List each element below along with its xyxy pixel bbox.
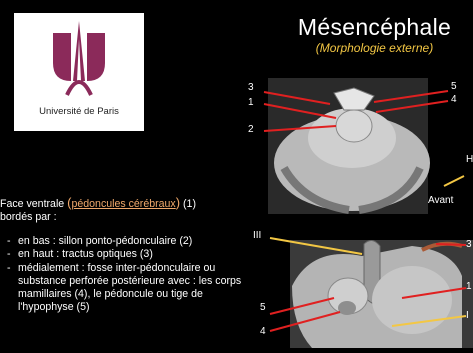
label-2: 2 xyxy=(248,124,254,135)
label-5: 5 xyxy=(260,302,266,313)
intro-suffix: (1) xyxy=(180,198,196,210)
label-3: 3 xyxy=(466,239,472,250)
intro-paragraph: Face ventrale (pédoncules cérébraux) (1)… xyxy=(0,196,258,225)
label-i: I xyxy=(466,310,469,321)
border-list: -en bas : sillon ponto-pédonculaire (2) … xyxy=(0,235,258,315)
upper-brainstem-diagram: 3 1 2 5 4 H Avant xyxy=(244,78,473,214)
label-4: 4 xyxy=(260,326,266,337)
list-item: -en haut : tractus optiques (3) xyxy=(0,248,258,261)
label-5: 5 xyxy=(451,81,457,92)
label-avant: Avant xyxy=(428,195,453,206)
brainstem-ventral-illustration xyxy=(244,78,473,214)
intro-line-2: bordés par : xyxy=(0,211,258,224)
label-iii: III xyxy=(253,230,261,241)
list-item: -médialement : fosse inter-pédonculaire … xyxy=(0,262,246,315)
pedoncules-link[interactable]: pédoncules cérébraux xyxy=(71,198,175,210)
lower-brainstem-diagram: III 5 4 3 1 I xyxy=(252,226,473,348)
intro-line-1: Face ventrale (pédoncules cérébraux) (1) xyxy=(0,196,258,211)
label-1: 1 xyxy=(248,97,254,108)
intro-prefix: Face ventrale xyxy=(0,198,67,210)
eiffel-tower-logo-icon xyxy=(47,19,111,99)
label-4: 4 xyxy=(451,94,457,105)
title-block: Mésencéphale (Morphologie externe) xyxy=(276,14,473,64)
page-title: Mésencéphale xyxy=(276,14,473,41)
list-item: -en bas : sillon ponto-pédonculaire (2) xyxy=(0,235,258,248)
label-1: 1 xyxy=(466,281,472,292)
university-name: Université de Paris xyxy=(14,106,144,117)
label-h: H xyxy=(466,154,473,165)
page-subtitle: (Morphologie externe) xyxy=(276,41,473,55)
label-3: 3 xyxy=(248,82,254,93)
university-logo: Université de Paris xyxy=(14,13,144,131)
brainstem-lateral-illustration xyxy=(252,226,473,348)
